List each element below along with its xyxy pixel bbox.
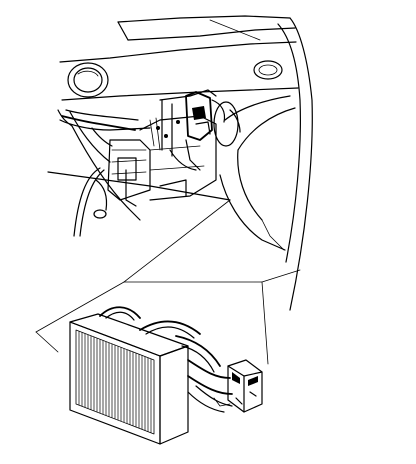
bracket-clip-icon <box>149 89 226 171</box>
coupler-block-icon <box>213 359 263 413</box>
exploded-view-guide <box>35 199 301 365</box>
evaporator-core-icon <box>69 313 189 445</box>
evaporator-fins <box>78 331 152 433</box>
vent-ring-icon <box>67 62 109 98</box>
dashboard <box>47 15 313 311</box>
steering-column <box>61 109 217 237</box>
evaporator-core <box>69 306 233 445</box>
hose-connector <box>213 359 263 413</box>
